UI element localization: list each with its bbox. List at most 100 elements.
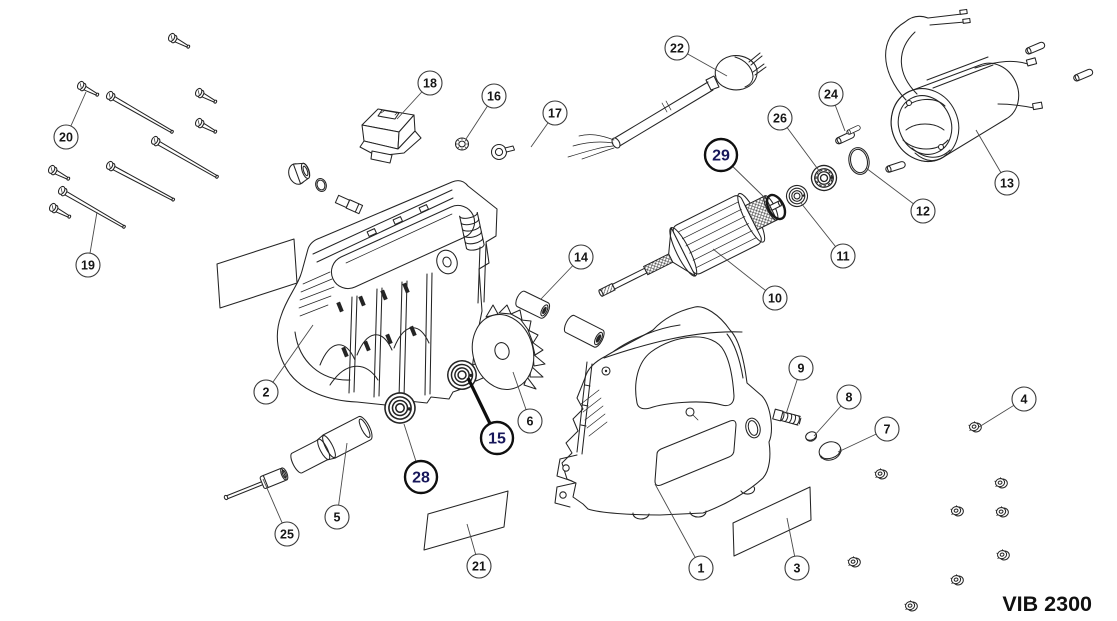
callout-16: 16 xyxy=(465,83,507,140)
brush-spring-9 xyxy=(772,408,802,426)
carbon-brush xyxy=(334,194,364,215)
callout-number: 14 xyxy=(574,250,588,264)
callout-circle xyxy=(479,420,515,456)
callout-circle xyxy=(324,504,350,530)
callout-number: 21 xyxy=(472,559,486,573)
callout-circle xyxy=(784,555,810,581)
lock-nut xyxy=(454,137,470,151)
callout-number: 6 xyxy=(527,414,534,428)
switch-block xyxy=(359,108,422,164)
callout-number: 2 xyxy=(263,385,270,399)
model-label: VIB 2300 xyxy=(1002,592,1092,616)
callout-circle xyxy=(53,124,79,150)
callout-circle xyxy=(836,384,862,410)
ball-bearing-26 xyxy=(806,160,842,196)
callout-number: 3 xyxy=(794,561,801,575)
callout-20: 20 xyxy=(53,91,87,150)
callout-number: 1 xyxy=(698,561,705,575)
callout-number: 9 xyxy=(798,361,805,375)
spec-label-left xyxy=(216,238,298,309)
callout-8: 8 xyxy=(813,384,862,437)
fan-wheel xyxy=(471,304,546,390)
parts-layer xyxy=(46,8,1095,614)
sleeve-bushing xyxy=(490,143,516,161)
callout-layer: 1234567891011121314151617181920212224252… xyxy=(53,35,1037,581)
callout-circle xyxy=(830,243,856,269)
callout-number: 10 xyxy=(768,291,782,305)
o-ring-12 xyxy=(848,147,870,175)
callout-7: 7 xyxy=(837,416,900,453)
callout-circle xyxy=(253,379,279,405)
name-label-3 xyxy=(732,486,812,557)
stator-field xyxy=(845,8,1095,174)
callout-circle xyxy=(703,137,739,173)
callout-number: 4 xyxy=(1021,392,1028,406)
brush-cap-8 xyxy=(805,431,817,442)
brush-cap-7 xyxy=(818,441,842,461)
callout-26: 26 xyxy=(767,105,821,173)
callout-circle xyxy=(466,553,492,579)
housing-right-half xyxy=(554,306,772,520)
callout-circle xyxy=(1011,386,1037,412)
callout-17: 17 xyxy=(530,100,568,148)
callout-15: 15 xyxy=(466,377,515,456)
callout-28: 28 xyxy=(403,423,439,495)
nuts-cluster xyxy=(846,419,1011,614)
callout-3: 3 xyxy=(784,517,810,581)
callout-number: 12 xyxy=(916,204,930,218)
callout-circle xyxy=(542,100,568,126)
leader-line xyxy=(654,483,702,569)
callout-circle xyxy=(481,83,507,109)
callout-number: 16 xyxy=(487,89,501,103)
callout-circle xyxy=(517,408,543,434)
callout-circle xyxy=(274,521,300,547)
callout-22: 22 xyxy=(664,35,728,77)
callout-circle xyxy=(664,35,690,61)
callout-circle xyxy=(762,285,788,311)
name-label-21 xyxy=(423,490,509,551)
retaining-ring xyxy=(315,177,327,193)
o-ring-29 xyxy=(765,193,787,221)
callout-number: 29 xyxy=(712,148,730,165)
callout-circle xyxy=(788,355,814,381)
callout-circle xyxy=(403,459,439,495)
callout-11: 11 xyxy=(800,202,856,269)
callout-number: 25 xyxy=(280,527,294,541)
housing-left-half xyxy=(276,180,498,407)
callout-circle xyxy=(874,416,900,442)
rubber-sleeve-14 xyxy=(515,290,551,319)
ball-bearing-11 xyxy=(782,181,812,211)
callout-circle xyxy=(767,105,793,131)
boot-sleeve-5 xyxy=(290,415,373,474)
callout-circle xyxy=(994,170,1020,196)
callout-number: 26 xyxy=(773,111,787,125)
callout-number: 24 xyxy=(824,87,838,101)
callout-number: 19 xyxy=(81,258,95,272)
callout-13: 13 xyxy=(975,129,1020,196)
callout-19: 19 xyxy=(75,211,101,278)
power-cord xyxy=(567,52,767,160)
callout-25: 25 xyxy=(262,478,300,547)
callout-9: 9 xyxy=(785,355,814,415)
callout-number: 7 xyxy=(884,422,891,436)
callout-14: 14 xyxy=(540,244,594,300)
rubber-sleeve-b xyxy=(563,314,605,348)
callout-circle xyxy=(818,81,844,107)
callout-circle xyxy=(417,70,443,96)
callout-6: 6 xyxy=(512,371,543,434)
callout-number: 15 xyxy=(488,431,506,448)
leader-line xyxy=(265,324,314,393)
callout-number: 22 xyxy=(670,41,684,55)
leader-line xyxy=(712,248,776,299)
callout-1: 1 xyxy=(654,483,714,581)
callout-18: 18 xyxy=(396,70,443,120)
callout-circle xyxy=(688,555,714,581)
callout-number: 8 xyxy=(846,390,853,404)
hex-nut xyxy=(967,419,983,435)
callout-number: 11 xyxy=(836,249,849,263)
bearing-cap xyxy=(288,162,311,185)
armature-rotor xyxy=(598,192,782,297)
callout-number: 20 xyxy=(59,130,73,144)
